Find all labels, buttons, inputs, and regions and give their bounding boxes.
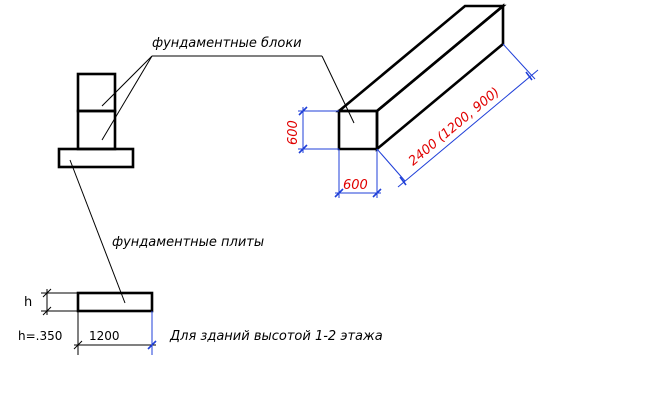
stacked-foundation-elevation (57, 72, 135, 169)
slab-h-symbol: h (24, 295, 32, 310)
slab-width-value: 1200 (89, 329, 120, 343)
upper-block (76, 72, 117, 113)
slab-section (76, 291, 154, 313)
block-length-value: 2400 (1200, 900) (406, 85, 503, 169)
slabs-leader-line (69, 159, 126, 304)
block-front-face (337, 109, 379, 151)
block-top-face (335, 4, 507, 113)
block-length-dimension (376, 43, 539, 188)
building-height-note: Для зданий высотой 1-2 этажа (169, 329, 383, 344)
block-height-value: 600 (286, 120, 301, 145)
lower-block (76, 109, 117, 151)
foundation-slabs-label: фундаментные плиты (112, 235, 264, 250)
base-slab (57, 147, 135, 169)
block-width-value: 600 (343, 178, 368, 193)
block-width-dimension (334, 149, 382, 198)
isometric-block (335, 3, 507, 152)
slab-height-dimension (41, 288, 78, 316)
foundation-blocks-label: фундаментные блоки (152, 36, 302, 51)
slab-h-value: h=.350 (18, 329, 62, 343)
block-height-dimension (298, 106, 339, 154)
blocks-leader-lines (101, 55, 355, 141)
slab-width-dimension (73, 311, 157, 355)
